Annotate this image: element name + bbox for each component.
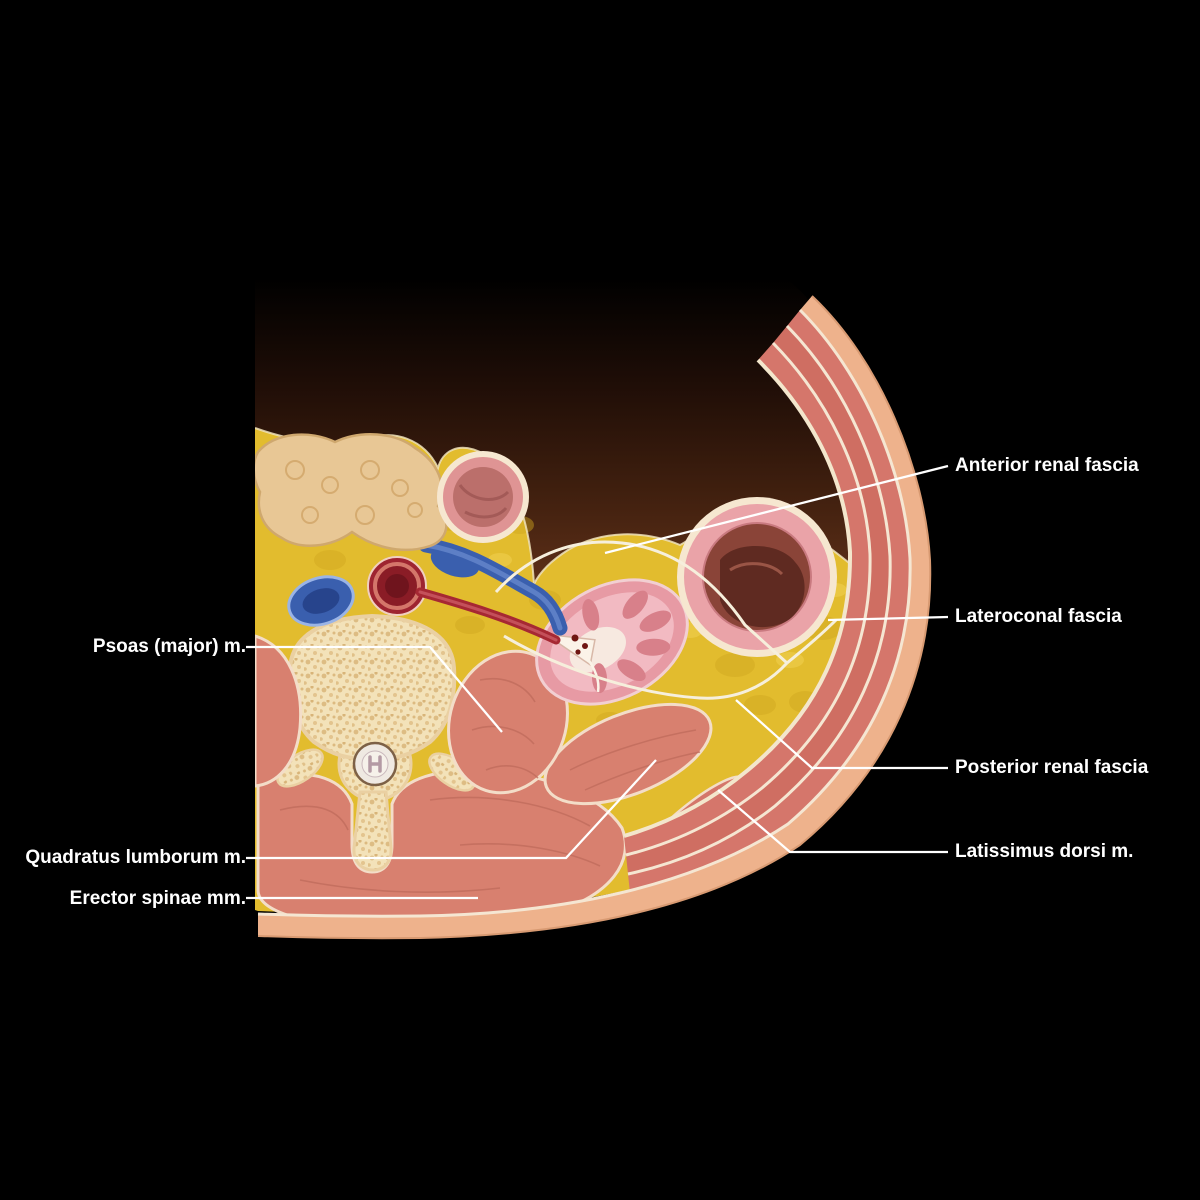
vertebra (276, 613, 476, 872)
leader-psoas-major (246, 645, 503, 733)
label-quadratus-lumborum: Quadratus lumborum m. (25, 847, 246, 868)
skin (258, 296, 931, 939)
anterior-renal-fascia-line (494, 540, 789, 665)
leader-latissimus-dorsi (717, 789, 948, 854)
spinal-cord (352, 741, 398, 787)
inferior-vena-cava (287, 575, 355, 627)
peritoneal-cavity (255, 278, 910, 584)
leader-anterior-renal-fascia (604, 464, 949, 555)
label-erector-spinae: Erector spinae mm. (69, 888, 246, 909)
pancreas (252, 433, 448, 552)
renal-vessels (415, 537, 568, 645)
leader-posterior-renal-fascia (735, 699, 948, 770)
label-latissimus-dorsi: Latissimus dorsi m. (955, 841, 1134, 862)
renal-fascia-lines (494, 540, 838, 700)
renal-pyramids (582, 590, 672, 694)
label-lateroconal-fascia: Lateroconal fascia (955, 606, 1122, 627)
quadratus-lumborum-muscle (543, 702, 713, 806)
ureter (584, 654, 600, 693)
label-posterior-renal-fascia: Posterior renal fascia (955, 757, 1149, 778)
lateroconal-fascia-line (786, 618, 838, 665)
leader-lines (246, 464, 949, 900)
posterior-renal-fascia-line (503, 634, 789, 700)
psoas-muscle-partial (253, 633, 303, 788)
vertebral-body (287, 613, 457, 763)
leader-lateroconal-fascia (827, 615, 949, 622)
label-psoas-major: Psoas (major) m. (92, 636, 246, 657)
psoas-major-muscle (447, 649, 569, 795)
spinous-process (352, 790, 393, 872)
aorta (367, 556, 427, 616)
leader-quadratus-lumborum (246, 759, 657, 860)
abdominal-wall-layers (257, 295, 932, 940)
label-anterior-renal-fascia: Anterior renal fascia (955, 455, 1139, 476)
small-bowel-loop (437, 451, 529, 543)
